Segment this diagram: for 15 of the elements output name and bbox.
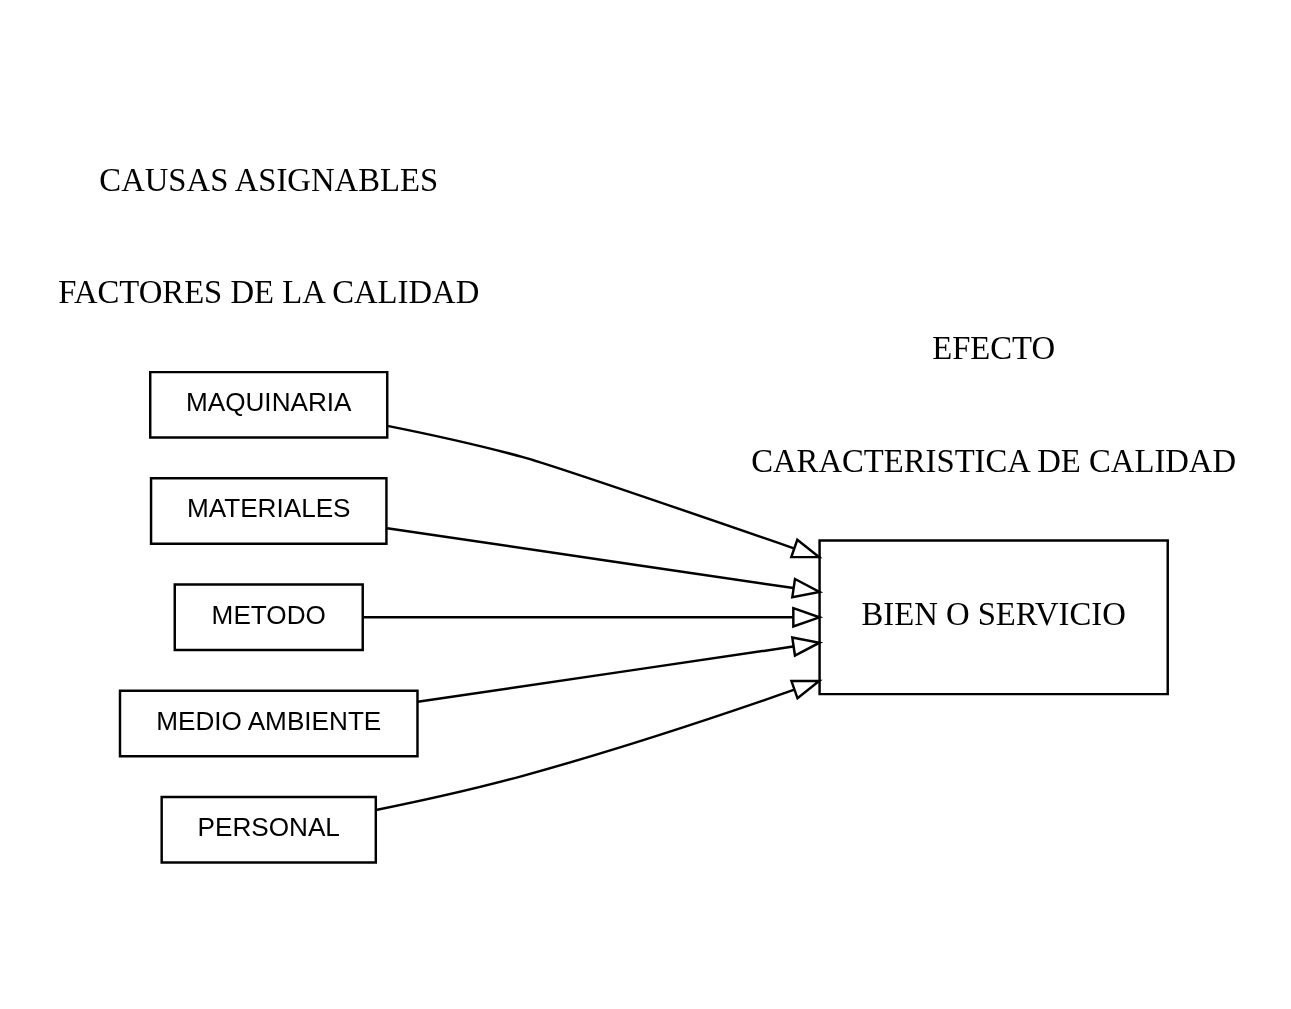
node-box: METODO bbox=[173, 583, 364, 652]
node-box: BIEN O SERVICIO bbox=[818, 539, 1169, 696]
arrow bbox=[417, 635, 824, 704]
node-box: MAQUINARIA bbox=[149, 370, 389, 439]
arrow bbox=[386, 527, 824, 599]
node-box: PERSONAL bbox=[160, 795, 378, 864]
label: EFECTO bbox=[932, 330, 1056, 367]
arrow bbox=[363, 606, 824, 629]
arrow bbox=[375, 679, 823, 812]
arrow bbox=[387, 424, 823, 559]
node-box: MATERIALES bbox=[149, 477, 388, 545]
label: CARACTERISTICA DE CALIDAD bbox=[751, 442, 1237, 479]
node-box: MEDIO AMBIENTE bbox=[118, 689, 419, 758]
label: FACTORES DE LA CALIDAD bbox=[58, 274, 480, 311]
label: CAUSAS ASIGNABLES bbox=[99, 161, 439, 198]
